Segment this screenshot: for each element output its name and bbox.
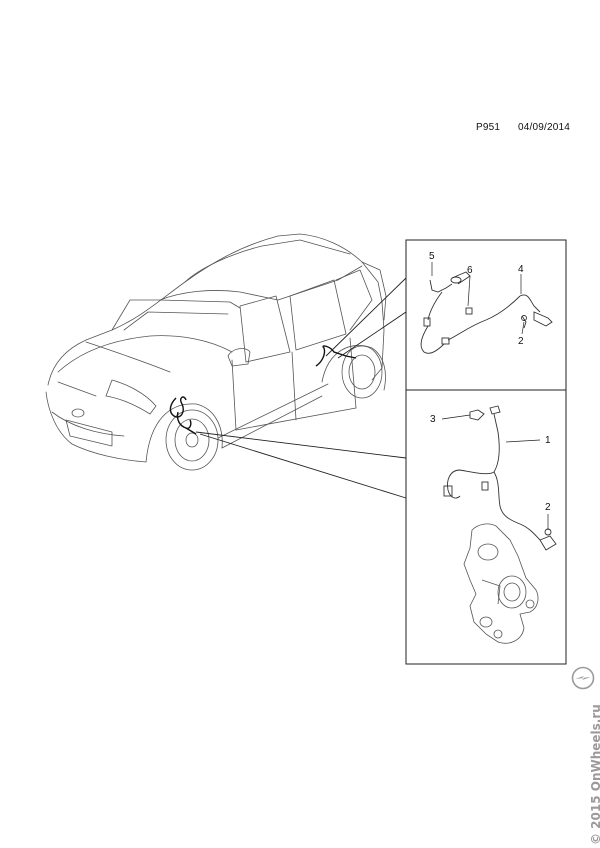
callout-2-lower: 2 bbox=[545, 502, 551, 513]
harness-on-car bbox=[169, 345, 357, 435]
rear-harness-detail bbox=[420, 271, 553, 354]
callout-6: 6 bbox=[467, 265, 473, 276]
callout-4: 4 bbox=[518, 264, 524, 275]
upper-callout-leaders bbox=[431, 262, 525, 335]
callout-3: 3 bbox=[430, 414, 436, 425]
watermark: © 2015 OnWheels.ru bbox=[589, 704, 600, 845]
steering-knuckle bbox=[463, 523, 539, 644]
car-drawing bbox=[45, 233, 387, 471]
brand-logo-icon bbox=[571, 666, 595, 690]
diagram-reference: P951 bbox=[476, 122, 501, 133]
lower-callout-leaders bbox=[441, 414, 549, 530]
callout-5: 5 bbox=[429, 251, 435, 262]
callout-2-upper: 2 bbox=[518, 336, 524, 347]
diagram-date: 04/09/2014 bbox=[518, 122, 571, 133]
front-harness-detail bbox=[443, 405, 557, 551]
leader-lines bbox=[195, 277, 407, 499]
callout-1: 1 bbox=[545, 435, 551, 446]
detail-frame-front bbox=[405, 389, 567, 665]
